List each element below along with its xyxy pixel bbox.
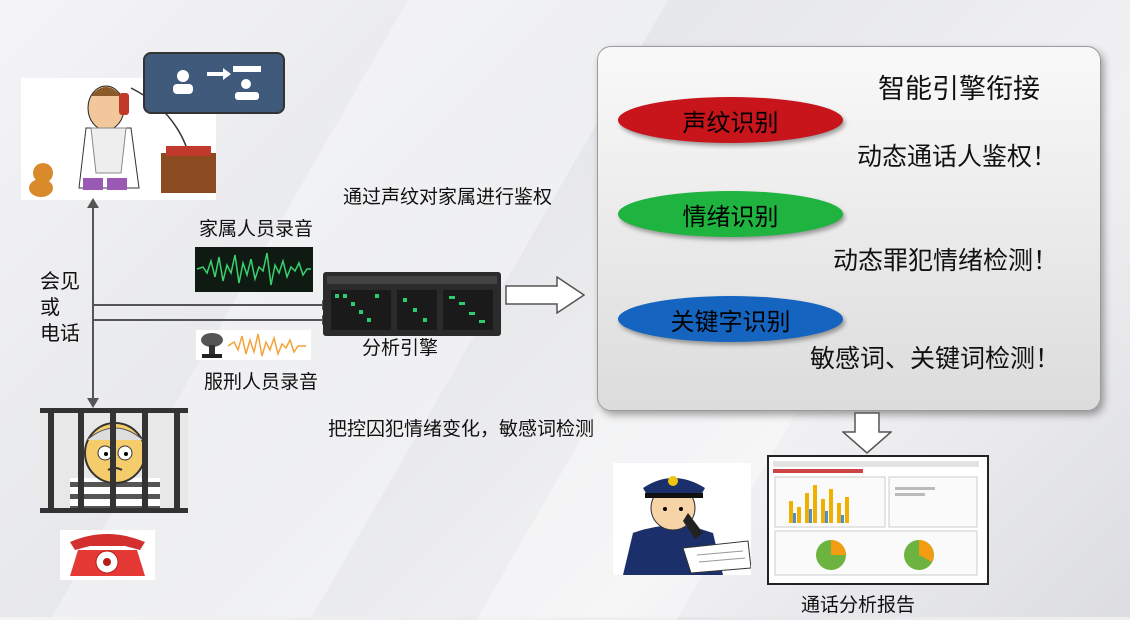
panel-title: 智能引擎衔接: [878, 74, 1040, 105]
keyword-ellipse: 关键字识别: [618, 296, 843, 342]
voiceprint-auth-label: 通过声纹对家属进行鉴权: [343, 186, 553, 208]
engine-panel: 智能引擎衔接 声纹识别 动态通话人鉴权！ 情绪识别 动态罪犯情绪检测！ 关键字识…: [597, 46, 1101, 411]
inmate-record-label: 服刑人员录音: [204, 371, 319, 393]
report-screenshot-icon: [767, 455, 989, 585]
keyword-label: 关键字识别: [670, 307, 791, 336]
emotion-monitor-label: 把控囚犯情绪变化，敏感词检测: [328, 418, 595, 440]
voiceprint-desc: 动态通话人鉴权！: [857, 142, 1058, 171]
voiceprint-ellipse: 声纹识别: [618, 97, 843, 143]
voiceprint-label: 声纹识别: [682, 108, 779, 137]
keyword-desc: 敏感词、关键词检测！: [810, 344, 1061, 373]
engine-label: 分析引擎: [362, 337, 439, 359]
prisoner-icon: [40, 408, 188, 513]
waveform-icon: [195, 247, 313, 292]
microphone-icon: [196, 330, 311, 360]
emotion-label: 情绪识别: [682, 202, 779, 231]
contact-card-icon: [143, 52, 285, 114]
report-label: 通话分析报告: [801, 594, 916, 616]
family-record-label: 家属人员录音: [199, 218, 314, 240]
emotion-desc: 动态罪犯情绪检测！: [833, 246, 1059, 275]
telephone-icon: [60, 530, 155, 580]
double-arrow: [87, 198, 99, 408]
arrow-down-icon: [842, 412, 892, 454]
emotion-ellipse: 情绪识别: [618, 191, 843, 237]
meet-or-call-label: 会见 或 电话: [40, 269, 80, 345]
officer-icon: [613, 463, 752, 575]
arrow-right-icon: [505, 276, 585, 314]
connection-lines: [92, 300, 332, 325]
server-icon: [323, 272, 501, 336]
